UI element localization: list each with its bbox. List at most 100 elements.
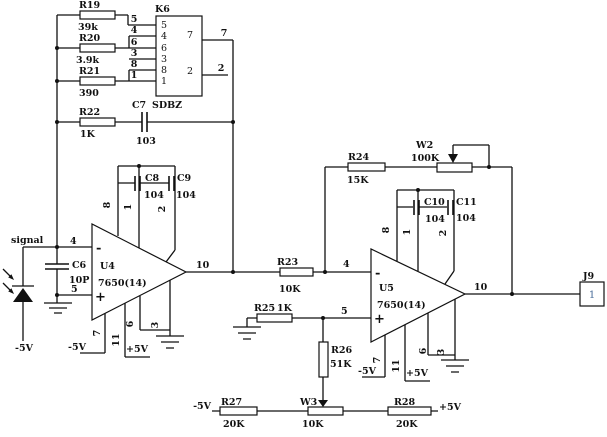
junction-dots [55, 46, 514, 320]
cap-c9-plates [168, 176, 175, 191]
w3-wiper-arrow [318, 400, 328, 407]
resistor-bodies [79, 10, 473, 416]
u5-pin7-label: 7 [372, 357, 383, 364]
c6-value: 10P [69, 275, 89, 286]
opamp-u4-triangle [91, 223, 188, 321]
potentiometer-w3-body [307, 406, 344, 416]
c8-value: 104 [144, 190, 164, 201]
u5-pin1-label: 1 [402, 229, 413, 236]
photodiode-neg5v-label: -5V [15, 343, 34, 354]
k6-pin3-label: 3 [131, 48, 138, 59]
u4-pin5-label: 5 [71, 284, 78, 295]
wires [22, 14, 580, 412]
c7-value: 103 [136, 136, 156, 147]
resistor-r28-body [387, 406, 432, 416]
r19-value: 39k [78, 22, 98, 33]
c11-value: 104 [456, 213, 476, 224]
u5-pin10-label: 10 [474, 282, 488, 293]
r28-value: 20K [396, 419, 418, 430]
light-arrow-icon [8, 288, 14, 294]
k6-pin8-label: 8 [131, 59, 138, 70]
k6-pin5-inner: 5 [161, 20, 167, 31]
r26-ref: R26 [331, 345, 353, 356]
w3-value: 10K [302, 419, 324, 430]
r25-ref: R25 [254, 303, 275, 314]
u5-pin11-label: 11 [391, 359, 402, 372]
u4-pin7-label: 7 [92, 330, 103, 337]
r24-value: 15K [347, 175, 369, 186]
r27-ref: R27 [221, 397, 242, 408]
rail-neg5v-label: -5V [193, 401, 212, 412]
c11-ref: C11 [456, 197, 477, 208]
u4-pin10-label: 10 [196, 260, 210, 271]
resistor-r21-body [79, 76, 116, 86]
capacitor-plates [45, 112, 454, 270]
resistor-r19-body [79, 10, 116, 20]
k6-pin4-inner: 4 [161, 31, 167, 42]
r28-ref: R28 [394, 397, 416, 408]
ground-icon [156, 335, 184, 349]
w2-wiper-arrow [448, 154, 458, 163]
r23-value: 10K [279, 284, 301, 295]
r21-value: 390 [79, 88, 99, 99]
k6-ref: K6 [155, 4, 170, 15]
u4-minus-sign: - [96, 241, 101, 256]
j9-ref: J9 [582, 271, 594, 282]
c9-value: 104 [176, 190, 196, 201]
k6-pin6-label: 6 [131, 37, 138, 48]
switch-k6-box [155, 15, 203, 97]
r24-ref: R24 [348, 152, 370, 163]
k6-pin5-label: 5 [131, 14, 138, 25]
u4-pin11-label: 11 [111, 333, 122, 346]
w2-ref: W2 [415, 140, 433, 151]
w3-ref: W3 [299, 397, 317, 408]
resistor-r23-body [279, 267, 314, 277]
k6-pin2-label: 2 [218, 63, 225, 74]
u5-pin6-label: 6 [418, 347, 429, 354]
resistor-r20-body [79, 43, 116, 53]
u4-pin8-label: 8 [102, 201, 113, 208]
u4-ref: U4 [100, 261, 115, 272]
u5-pin8-label: 8 [381, 226, 392, 233]
cap-c6-plates [45, 263, 69, 270]
u4-plus-sign: + [95, 290, 106, 305]
cap-c7-plates [141, 112, 148, 132]
u4-pos5v-label: +5V [126, 344, 149, 355]
labels: R19 39k R20 3.9k R21 390 R22 1K C7 103 K… [11, 0, 595, 430]
k6-pin7-label: 7 [221, 28, 228, 39]
c7-ref: C7 [132, 100, 146, 111]
ground-icon [233, 326, 261, 340]
opamp-u5-triangle [370, 248, 467, 343]
resistor-r25-body [256, 313, 293, 323]
potentiometer-w2-body [436, 162, 473, 173]
r23-ref: R23 [277, 257, 298, 268]
potentiometer-wipers [318, 154, 458, 407]
c10-ref: C10 [424, 197, 445, 208]
r25-value: 1K [277, 303, 293, 314]
u5-pin3-label: 3 [436, 349, 447, 356]
resistor-r24-body [347, 162, 386, 172]
u4-pin6-label: 6 [125, 320, 136, 327]
w2-value: 100K [411, 153, 440, 164]
resistor-r26-body [318, 341, 329, 378]
u4-part: 7650(14) [98, 278, 147, 289]
u5-pos5v-label: +5V [406, 368, 429, 379]
c8-ref: C8 [145, 173, 160, 184]
ground-symbols [44, 302, 469, 373]
k6-pin7-inner: 7 [187, 30, 193, 41]
r22-value: 1K [80, 129, 96, 140]
r20-ref: R20 [79, 33, 101, 44]
k6-part: SDBZ [152, 100, 182, 111]
resistor-r22-body [79, 117, 116, 127]
r20-value: 3.9k [76, 55, 100, 66]
u5-plus-sign: + [374, 312, 385, 327]
u5-neg5v-label: -5V [358, 366, 377, 377]
u5-part: 7650(14) [377, 300, 426, 311]
rail-pos5v-label: +5V [439, 402, 462, 413]
k6-pin1-inner: 1 [161, 76, 167, 87]
u5-pin4-label: 4 [343, 259, 350, 270]
r21-ref: R21 [79, 66, 100, 77]
c10-value: 104 [425, 214, 445, 225]
ground-icon [441, 359, 469, 373]
